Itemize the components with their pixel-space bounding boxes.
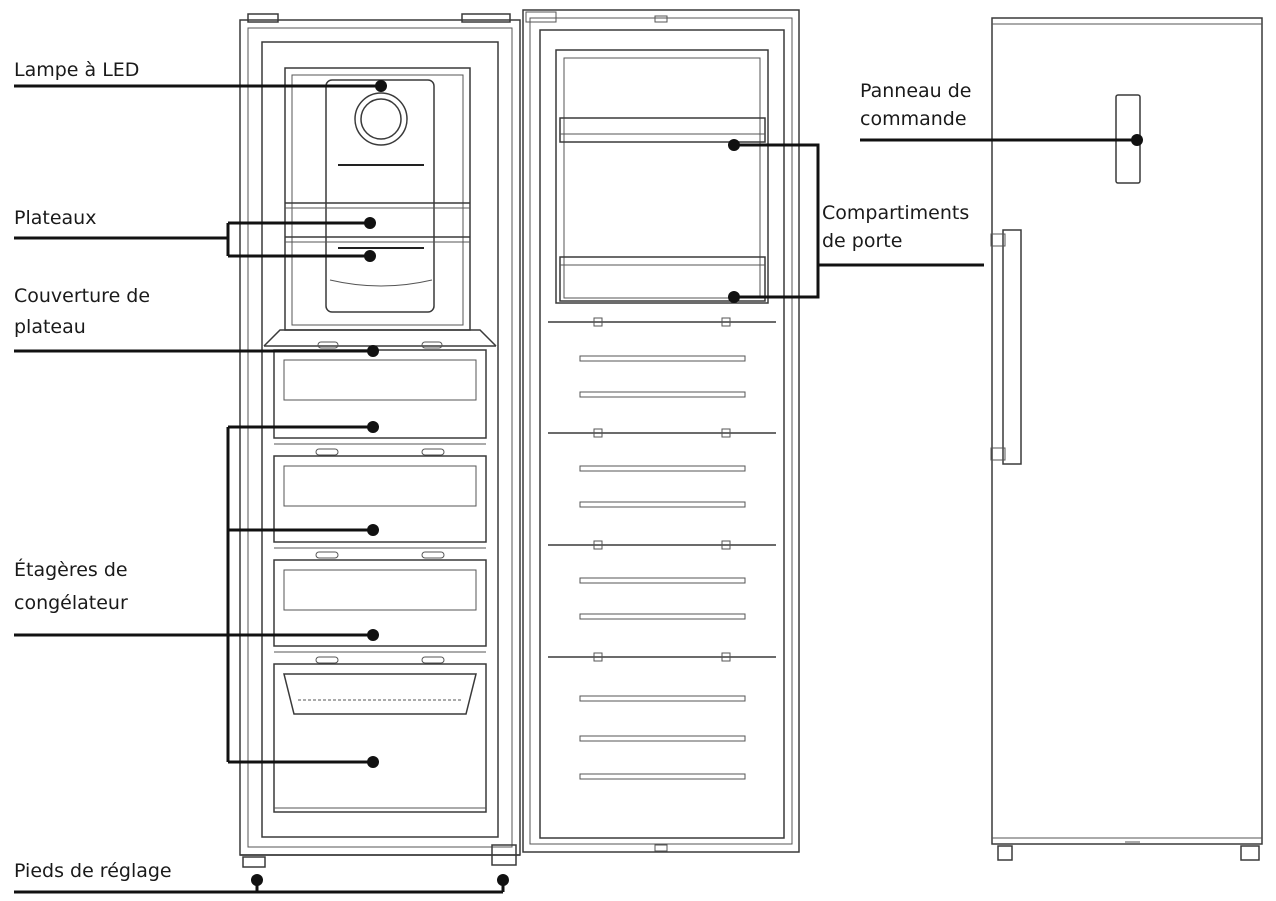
label-door-compartments-line2: de porte [822,230,902,252]
label-adjustable-feet: Pieds de réglage [14,860,172,882]
label-led-lamp: Lampe à LED [14,59,139,81]
label-tray-cover-line1: Couverture de [14,285,150,307]
label-door-compartments-line1: Compartiments [822,202,969,224]
label-tray-cover-line2: plateau [14,316,86,338]
closed-freezer-drawing [990,17,1263,861]
label-freezer-shelves-line1: Étagères de [14,558,128,581]
freezer-cabinet-drawing [239,13,521,868]
open-door-drawing [522,9,800,853]
callout-dots [251,80,1143,886]
label-freezer-shelves-line2: congélateur [14,592,128,614]
leader-lines [14,84,1137,894]
label-control-panel-line1: Panneau de [860,80,972,102]
label-control-panel-line2: commande [860,108,967,130]
label-trays: Plateaux [14,207,96,229]
part-labels: Lampe à LED Plateaux Couverture de plate… [14,59,972,882]
